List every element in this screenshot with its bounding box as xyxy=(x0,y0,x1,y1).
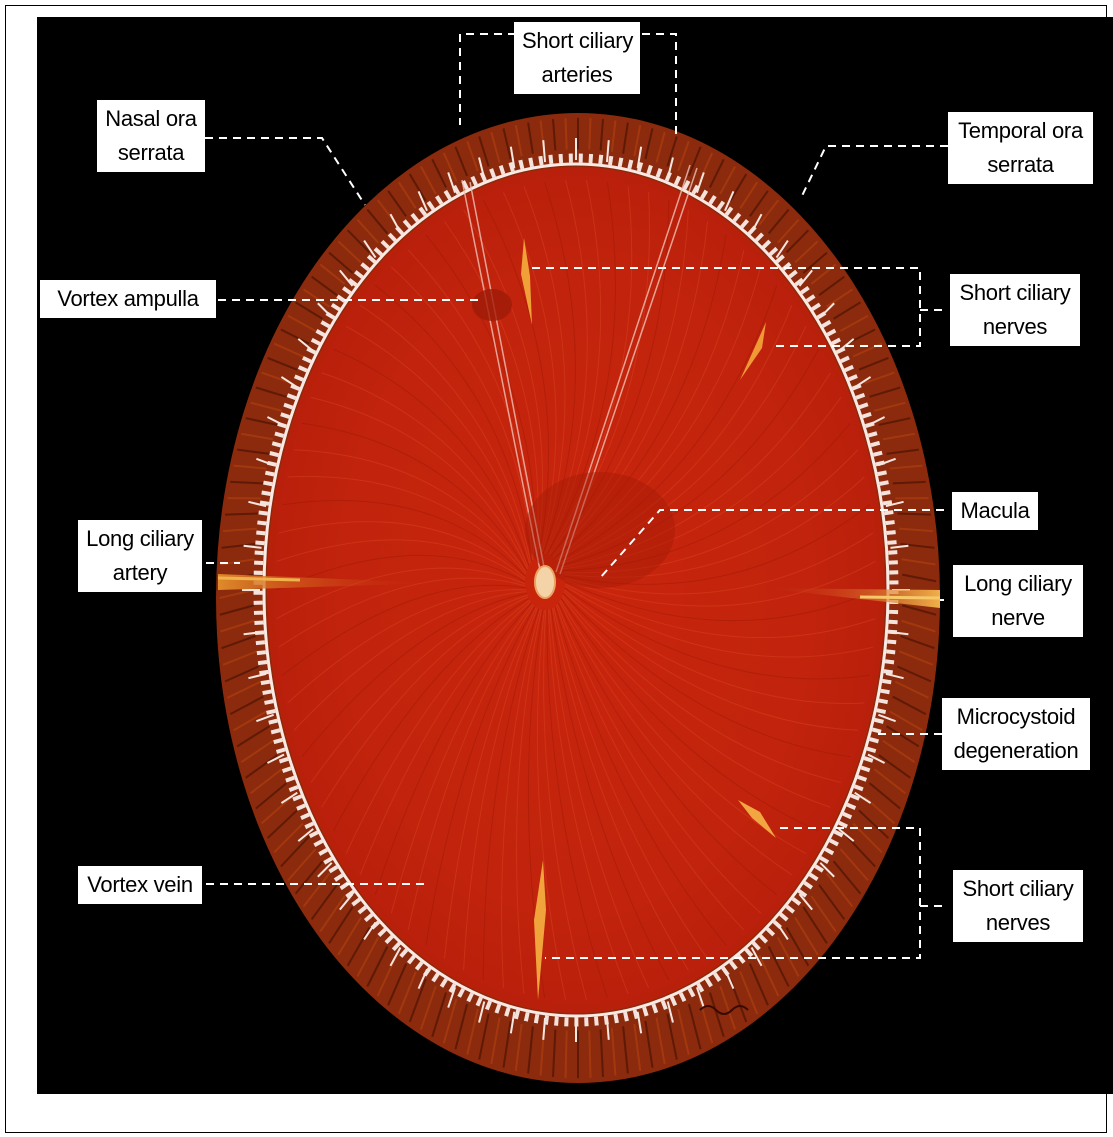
label-vortex-vein: Vortex vein xyxy=(78,866,202,904)
label-long-ciliary-nerve: Long ciliary nerve xyxy=(953,565,1083,637)
label-short-ciliary-nerves-upper: Short ciliary nerves xyxy=(950,274,1080,346)
rim-striation xyxy=(897,513,931,514)
label-short-ciliary-nerves-lower: Short ciliary nerves xyxy=(953,870,1083,942)
label-nasal-ora-serrata: Nasal ora serrata xyxy=(97,100,205,172)
rim-striation xyxy=(589,118,590,149)
label-long-ciliary-artery: Long ciliary artery xyxy=(78,520,202,592)
label-short-ciliary-arteries: Short ciliary arteries xyxy=(514,22,640,94)
optic-disc xyxy=(535,566,555,598)
label-microcystoid-degeneration: Microcystoid degeneration xyxy=(942,698,1090,770)
rim-striation xyxy=(565,1030,566,1077)
rim-striation xyxy=(589,1030,590,1077)
label-temporal-ora-serrata: Temporal ora serrata xyxy=(948,112,1093,184)
label-macula: Macula xyxy=(952,492,1038,530)
label-vortex-ampulla: Vortex ampulla xyxy=(40,280,216,318)
rim-striation xyxy=(565,118,566,149)
vortex-ampulla xyxy=(472,289,512,321)
rim-striation xyxy=(225,513,259,514)
